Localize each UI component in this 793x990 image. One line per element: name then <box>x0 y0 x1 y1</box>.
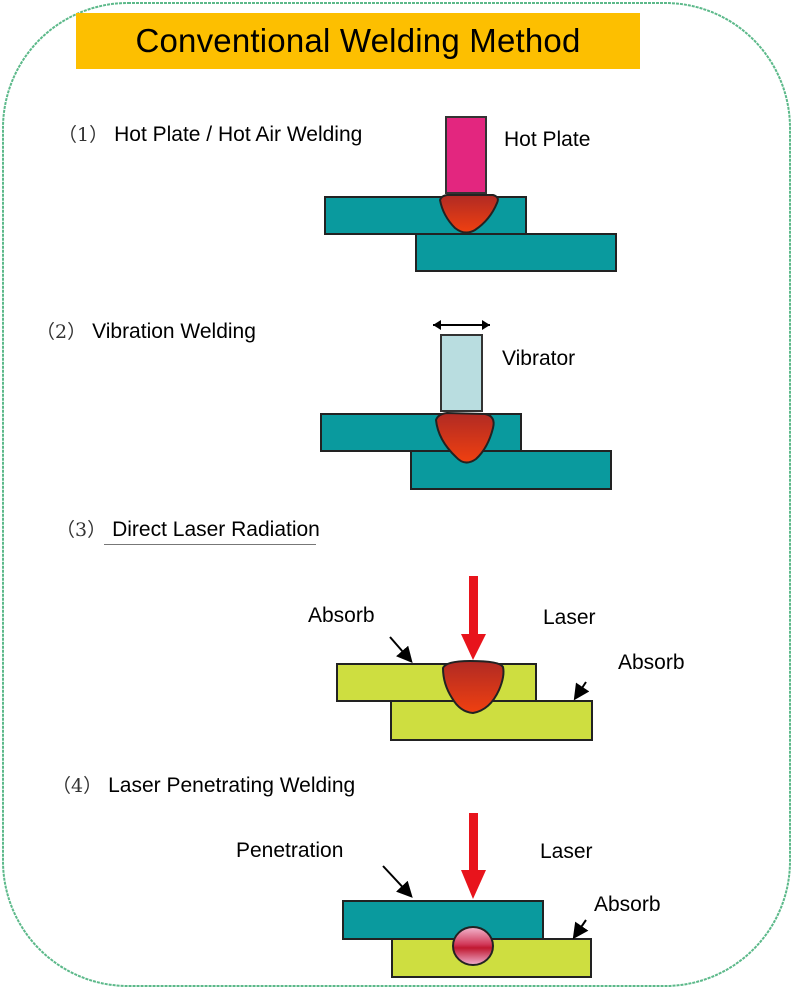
label-absorb-bottom-4: Absorb <box>594 893 661 916</box>
laser-arrow-icon-3 <box>461 634 486 660</box>
page-title: Conventional Welding Method <box>135 22 581 59</box>
section-3-number: （3） <box>56 519 107 541</box>
label-laser-4: Laser <box>540 840 593 863</box>
label-laser-3: Laser <box>543 606 596 629</box>
vibrator-tool <box>440 334 483 412</box>
diagram-direct-laser <box>336 576 593 741</box>
section-4-number: （4） <box>52 775 103 797</box>
label-absorb-top-3: Absorb <box>308 604 375 627</box>
upper-plate-4 <box>342 900 544 940</box>
laser-arrow-icon-4 <box>461 870 486 899</box>
upper-plate-3 <box>336 663 537 702</box>
section-4-heading: （4）Laser Penetrating Welding <box>52 771 355 798</box>
weld-pool-2 <box>434 411 495 464</box>
section-1-title: Hot Plate / Hot Air Welding <box>114 123 363 146</box>
section-1-number: （1） <box>58 124 109 146</box>
section-1-heading: （1）Hot Plate / Hot Air Welding <box>58 120 362 147</box>
laser-shaft-4 <box>469 813 478 870</box>
pointer-arrow-absorb-bottom-4 <box>572 919 589 940</box>
section-3-title: Direct Laser Radiation <box>112 518 320 541</box>
diagram-vibration-welding <box>320 320 612 490</box>
lower-plate-3 <box>390 700 593 741</box>
weld-pool-1 <box>438 194 499 234</box>
penetration-weld <box>452 926 494 966</box>
section-4-title: Laser Penetrating Welding <box>108 774 356 797</box>
hot-plate-tool <box>445 116 487 194</box>
weld-pool-3 <box>441 659 505 715</box>
laser-shaft-3 <box>469 576 478 634</box>
diagram-hot-plate-welding <box>324 116 617 272</box>
label-absorb-bottom-3: Absorb <box>618 651 685 674</box>
section-2-number: （2） <box>36 321 87 343</box>
label-hot-plate: Hot Plate <box>504 128 591 151</box>
label-penetration-4: Penetration <box>236 839 344 862</box>
diagram-laser-penetrating <box>342 813 592 978</box>
lower-plate-1 <box>415 233 617 272</box>
label-vibrator: Vibrator <box>502 347 576 370</box>
section-2-title: Vibration Welding <box>92 320 256 343</box>
title-banner: Conventional Welding Method <box>76 13 640 69</box>
section-3-heading: （3）Direct Laser Radiation <box>56 515 320 542</box>
section-2-heading: （2）Vibration Welding <box>36 317 256 344</box>
pointer-arrow-absorb-bottom-3 <box>573 681 590 701</box>
pointer-arrow-penetration-4 <box>382 865 413 898</box>
pointer-arrow-absorb-top-3 <box>389 636 413 664</box>
section-3-underline <box>104 544 316 545</box>
lower-plate-2 <box>410 450 612 490</box>
